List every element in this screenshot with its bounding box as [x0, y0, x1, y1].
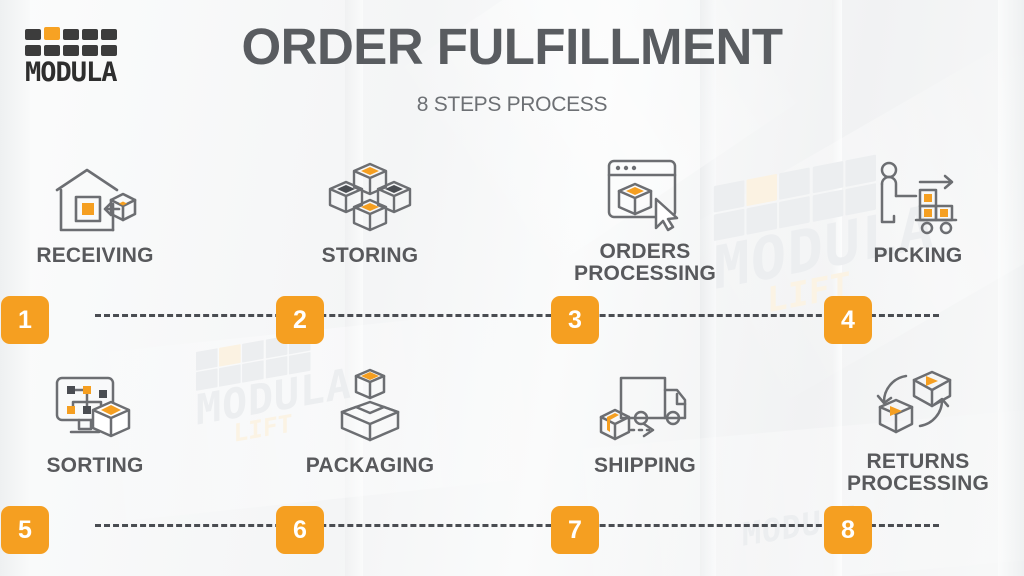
step-number-badge[interactable]: 8 [824, 506, 872, 554]
background-panel [700, 0, 716, 576]
step-orders-processing[interactable]: ORDERS PROCESSING 3 [530, 148, 760, 344]
worker-cart-icon [803, 148, 1024, 236]
step-returns-processing[interactable]: RETURNS PROCESSING 8 [803, 358, 1024, 554]
logo-block [101, 29, 117, 40]
logo-block [82, 45, 98, 56]
background-panel [832, 0, 842, 576]
logo-block-grid [25, 27, 125, 56]
step-label: PICKING [873, 244, 963, 267]
steps-row-top: RECEIVING 1 [0, 148, 1024, 348]
step-label: RETURNS PROCESSING [846, 450, 990, 496]
header: MODULA ORDER FULFILLMENT 8 STEPS PROCESS [0, 0, 1024, 140]
logo-wordmark: MODULA [25, 57, 118, 88]
step-number-badge[interactable]: 1 [1, 296, 49, 344]
logo-block [44, 45, 60, 56]
stacked-cubes-icon [255, 148, 485, 236]
logo-block-row [25, 43, 125, 56]
step-picking[interactable]: PICKING 4 [803, 148, 1024, 344]
step-label: SORTING [46, 454, 144, 477]
step-number-badge[interactable]: 5 [1, 506, 49, 554]
logo-block [25, 29, 41, 40]
connector-line [95, 524, 939, 527]
background-panel [0, 0, 30, 576]
step-number-badge[interactable]: 3 [551, 296, 599, 344]
step-sorting[interactable]: SORTING 5 [0, 358, 210, 554]
logo-block [25, 45, 41, 56]
step-label: STORING [321, 244, 419, 267]
modula-logo: MODULA [25, 27, 125, 86]
logo-block [82, 29, 98, 40]
return-cycle-boxes-icon [803, 358, 1024, 442]
background-panel [998, 0, 1024, 576]
step-shipping[interactable]: SHIPPING 7 [530, 358, 760, 554]
step-number-badge[interactable]: 7 [551, 506, 599, 554]
warehouse-inbound-icon [0, 148, 210, 236]
page-subtitle: 8 STEPS PROCESS [416, 93, 608, 116]
step-storing[interactable]: STORING 2 [255, 148, 485, 344]
monitor-flowchart-box-icon [0, 358, 210, 446]
open-carton-cube-icon [255, 358, 485, 446]
step-packaging[interactable]: PACKAGING 6 [255, 358, 485, 554]
step-label: PACKAGING [305, 454, 435, 477]
step-label: RECEIVING [36, 244, 154, 267]
logo-block [63, 29, 79, 40]
logo-block [63, 45, 79, 56]
step-label: SHIPPING [594, 454, 696, 477]
page-title: ORDER FULFILLMENT [241, 18, 783, 75]
logo-block-accent [44, 27, 60, 40]
connector-line [95, 314, 939, 317]
steps-row-bottom: SORTING 5 PACKAGING 6 [0, 358, 1024, 558]
step-label: ORDERS PROCESSING [573, 240, 717, 286]
step-number-badge[interactable]: 4 [824, 296, 872, 344]
delivery-truck-box-icon [530, 358, 760, 446]
browser-order-cursor-icon [530, 148, 760, 232]
logo-block-row [25, 27, 125, 40]
logo-block [101, 45, 117, 56]
step-number-badge[interactable]: 6 [276, 506, 324, 554]
step-receiving[interactable]: RECEIVING 1 [0, 148, 210, 344]
step-number-badge[interactable]: 2 [276, 296, 324, 344]
